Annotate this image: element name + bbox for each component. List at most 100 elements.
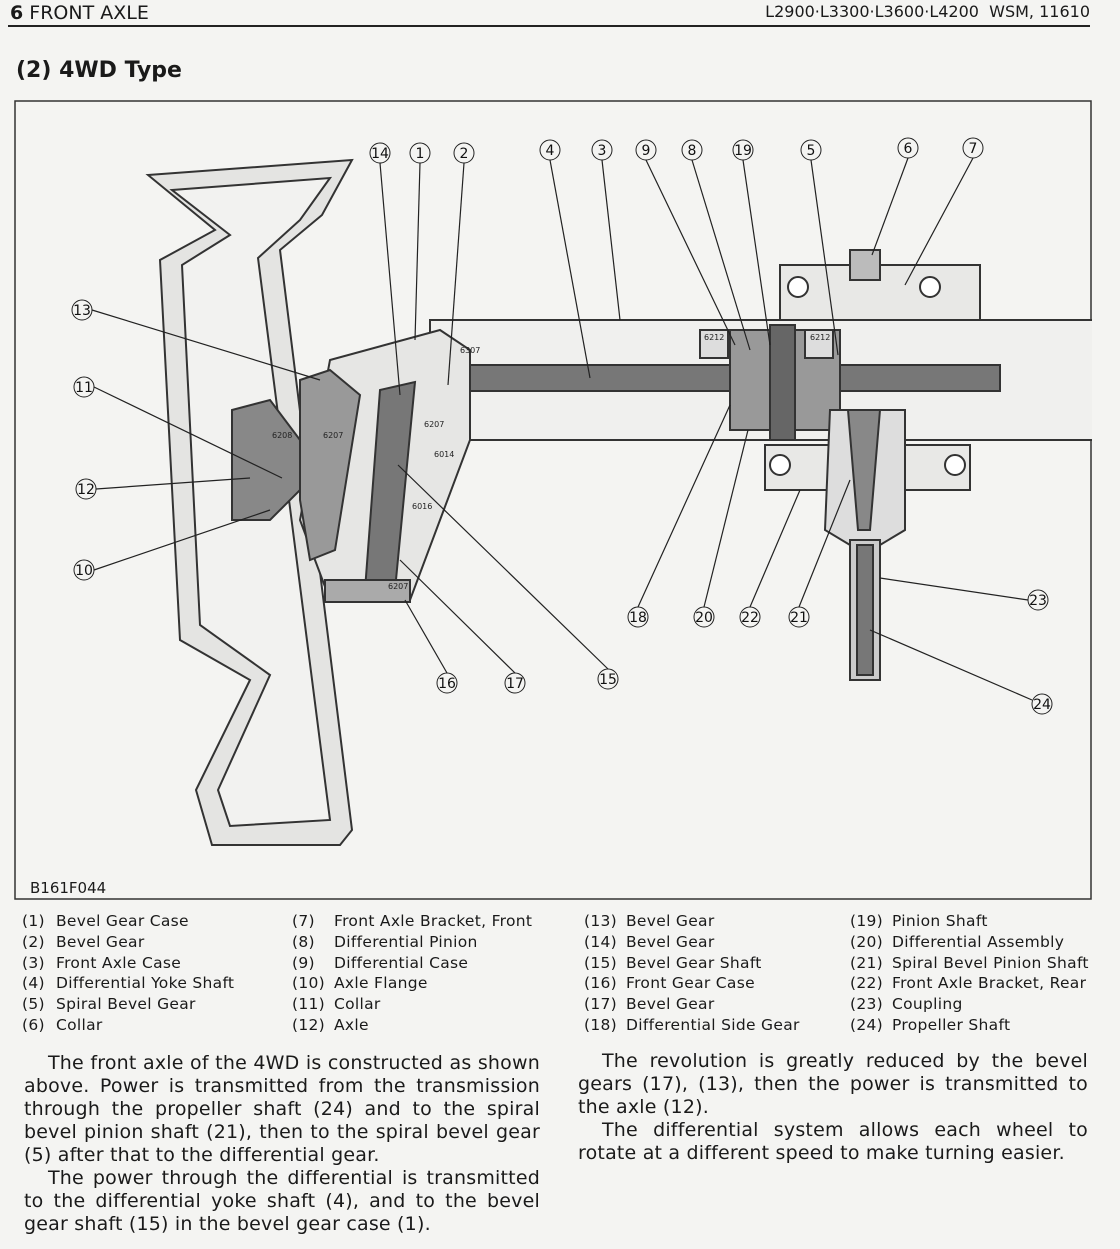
callout-9: 9	[635, 139, 657, 161]
legend-item: (21)Spiral Bevel Pinion Shaft	[850, 953, 1089, 972]
svg-text:22: 22	[741, 610, 759, 626]
legend-item: (24)Propeller Shaft	[850, 1015, 1011, 1034]
svg-text:3: 3	[598, 143, 607, 159]
callout-17: 17	[504, 672, 526, 694]
body-right-column: The revolution is greatly reduced by the…	[578, 1050, 1088, 1165]
callout-10: 10	[73, 559, 95, 581]
figure-id: B161F044	[30, 879, 107, 897]
callout-8: 8	[681, 139, 703, 161]
callout-21: 21	[788, 606, 810, 628]
page-header-section: 6 FRONT AXLE	[10, 2, 149, 24]
legend-item: (20)Differential Assembly	[850, 932, 1065, 951]
callout-4: 4	[539, 139, 561, 161]
callouts: 14 1 2 4 3 9 8 19 5 6 7 13 11 12 10 18 2…	[71, 137, 1053, 715]
svg-text:12: 12	[77, 482, 95, 498]
legend-item: (6)Collar	[22, 1015, 103, 1034]
svg-text:23: 23	[1029, 593, 1047, 609]
legend-item: (15)Bevel Gear Shaft	[584, 953, 762, 972]
callout-1: 1	[409, 142, 431, 164]
svg-text:6014: 6014	[434, 450, 454, 459]
legend-item: (18)Differential Side Gear	[584, 1015, 800, 1034]
paragraph: The front axle of the 4WD is constructed…	[24, 1052, 540, 1166]
section-heading: (2) 4WD Type	[16, 58, 182, 83]
legend-item: (5)Spiral Bevel Gear	[22, 995, 196, 1014]
legend-item: (12)Axle	[292, 1015, 369, 1034]
callout-11: 11	[73, 376, 95, 398]
legend-col-4: (19)Pinion Shaft (20)Differential Assemb…	[850, 911, 1089, 1036]
section-title: FRONT AXLE	[29, 2, 149, 24]
callout-22: 22	[739, 606, 761, 628]
legend-item: (11)Collar	[292, 995, 381, 1014]
svg-text:6: 6	[904, 141, 913, 157]
svg-text:9: 9	[642, 143, 651, 159]
leader-lines	[91, 157, 1033, 701]
legend-item: (13)Bevel Gear	[584, 912, 715, 930]
svg-text:6207: 6207	[424, 420, 444, 429]
svg-text:21: 21	[790, 610, 808, 626]
legend-item: (10)Axle Flange	[292, 974, 428, 993]
legend-item: (1)Bevel Gear Case	[22, 912, 189, 930]
legend-col-2: (7)Front Axle Bracket, Front (8)Differen…	[292, 911, 532, 1036]
front-axle-cross-section-diagram: 6208 6207 6307 6207 6014 6016 6207 6212 …	[14, 100, 1092, 900]
callout-13: 13	[71, 299, 93, 321]
svg-text:6207: 6207	[323, 431, 343, 440]
axle-bracket-front	[779, 249, 981, 321]
model-list: L2900·L3300·L3600·L4200	[765, 2, 979, 21]
callout-19: 19	[732, 139, 754, 161]
legend-item: (19)Pinion Shaft	[850, 912, 988, 930]
callout-6: 6	[897, 137, 919, 159]
page-header-manual: L2900·L3300·L3600·L4200 WSM, 11610	[765, 2, 1090, 21]
svg-text:15: 15	[599, 672, 617, 688]
manual-code: WSM, 11610	[989, 2, 1090, 21]
legend-item: (22)Front Axle Bracket, Rear	[850, 974, 1087, 993]
svg-text:11: 11	[75, 380, 93, 396]
callout-20: 20	[693, 606, 715, 628]
svg-text:14: 14	[371, 146, 389, 162]
svg-text:20: 20	[695, 610, 713, 626]
svg-text:19: 19	[734, 143, 752, 159]
bearing-labels: 6208 6207 6307 6207 6014 6016 6207 6212 …	[272, 333, 830, 591]
legend-item: (9)Differential Case	[292, 953, 469, 972]
legend-item: (2)Bevel Gear	[22, 932, 145, 951]
callout-3: 3	[591, 139, 613, 161]
svg-text:6207: 6207	[388, 582, 408, 591]
svg-text:5: 5	[807, 143, 816, 159]
legend-item: (3)Front Axle Case	[22, 953, 182, 972]
legend-item: (17)Bevel Gear	[584, 995, 715, 1014]
callout-14: 14	[369, 142, 391, 164]
legend-item: (23)Coupling	[850, 995, 963, 1014]
axle-hub	[231, 368, 362, 562]
svg-text:13: 13	[73, 303, 91, 319]
callout-5: 5	[800, 139, 822, 161]
svg-text:6016: 6016	[412, 502, 432, 511]
callout-2: 2	[453, 142, 475, 164]
legend-item: (7)Front Axle Bracket, Front	[292, 912, 533, 930]
svg-text:16: 16	[438, 676, 456, 692]
legend-item: (4)Differential Yoke Shaft	[22, 974, 235, 993]
svg-text:1: 1	[416, 146, 425, 162]
legend-item: (14)Bevel Gear	[584, 932, 715, 951]
callout-16: 16	[436, 672, 458, 694]
svg-text:7: 7	[969, 141, 978, 157]
svg-text:17: 17	[506, 676, 524, 692]
callout-7: 7	[962, 137, 984, 159]
callout-24: 24	[1031, 693, 1053, 715]
svg-text:24: 24	[1033, 697, 1051, 713]
callout-15: 15	[597, 668, 619, 690]
callout-23: 23	[1027, 589, 1049, 611]
section-number: 6	[10, 2, 24, 24]
svg-text:18: 18	[629, 610, 647, 626]
svg-text:6307: 6307	[460, 346, 480, 355]
svg-text:6212: 6212	[704, 333, 724, 342]
callout-12: 12	[75, 478, 97, 500]
svg-text:8: 8	[688, 143, 697, 159]
differential-assembly	[699, 324, 841, 441]
svg-text:4: 4	[546, 143, 555, 159]
svg-text:6212: 6212	[810, 333, 830, 342]
svg-text:10: 10	[75, 563, 93, 579]
body-left-column: The front axle of the 4WD is constructed…	[24, 1052, 540, 1236]
svg-text:2: 2	[460, 146, 469, 162]
legend-col-1: (1)Bevel Gear Case (2)Bevel Gear (3)Fron…	[22, 911, 234, 1036]
svg-text:6208: 6208	[272, 431, 292, 440]
header-rule	[8, 25, 1090, 27]
